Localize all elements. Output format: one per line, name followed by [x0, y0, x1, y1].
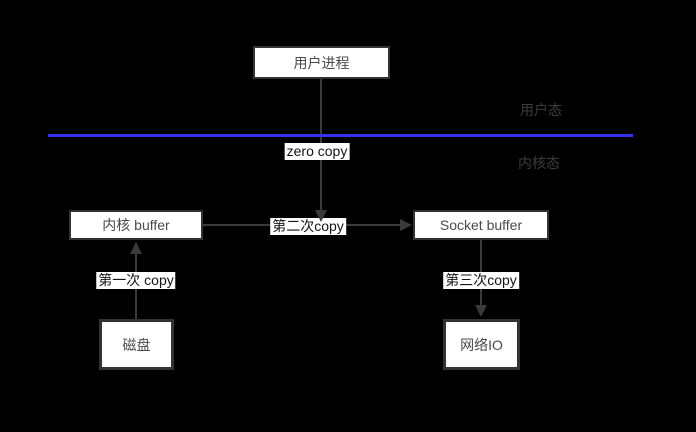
arrowhead-up-into-kernel-buffer — [130, 242, 142, 254]
node-user-process: 用户进程 — [253, 46, 390, 79]
arrowhead-down-into-second-copy — [315, 210, 327, 222]
edge-label-third-copy: 第三次copy — [443, 272, 519, 289]
user-kernel-divider-line — [48, 134, 633, 137]
node-socket-buffer: Socket buffer — [413, 210, 549, 240]
arrowhead-right-into-socket-buffer — [400, 219, 412, 231]
node-kernel-buffer: 内核 buffer — [69, 210, 203, 240]
edge-label-zero-copy: zero copy — [284, 143, 350, 160]
edge-label-first-copy: 第一次 copy — [96, 272, 176, 289]
node-network-io: 网络IO — [443, 319, 520, 370]
arrowhead-down-into-network-io — [475, 305, 487, 317]
region-label-user-mode: 用户态 — [520, 102, 562, 118]
region-label-kernel-mode: 内核态 — [518, 155, 560, 171]
node-disk: 磁盘 — [99, 319, 174, 370]
edge-label-second-copy: 第二次copy — [270, 218, 346, 235]
